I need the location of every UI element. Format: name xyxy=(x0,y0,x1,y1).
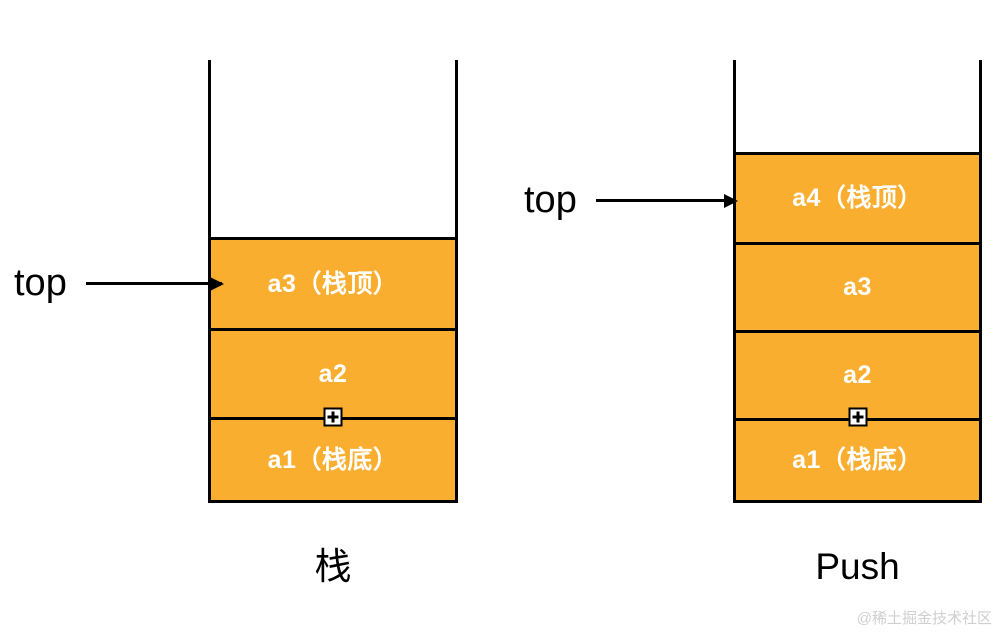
left-stack-cell-a3[interactable]: a3（栈顶） xyxy=(208,237,458,328)
left-stack-caption: 栈 xyxy=(314,546,352,587)
cell-label: a2 xyxy=(318,359,348,388)
cell-label: a1（栈底） xyxy=(792,446,923,474)
cell-label: a3（栈顶） xyxy=(267,269,399,298)
right-top-pointer-arrow xyxy=(596,199,736,202)
cell-label: a2 xyxy=(843,361,872,389)
cell-label: a4（栈顶） xyxy=(792,184,923,212)
plus-square-handle-icon[interactable] xyxy=(848,407,868,427)
watermark: @稀土掘金技术社区 xyxy=(856,610,992,627)
left-stack-cell-a2[interactable]: a2 xyxy=(208,328,458,417)
left-stack-container: a3（栈顶） a2 a1（栈底） xyxy=(208,60,458,503)
left-top-pointer-arrow xyxy=(86,282,222,285)
right-stack-caption: Push xyxy=(815,546,900,587)
right-stack-cell-a4[interactable]: a4（栈顶） xyxy=(733,152,982,242)
right-top-pointer-label: top xyxy=(524,179,577,221)
left-stack-cell-a1[interactable]: a1（栈底） xyxy=(208,417,458,503)
right-stack-container: a4（栈顶） a3 a2 a1（栈底） xyxy=(733,60,982,503)
left-top-pointer-label: top xyxy=(14,262,67,304)
left-stack-cells: a3（栈顶） a2 a1（栈底） xyxy=(208,237,458,503)
right-stack-cells: a4（栈顶） a3 a2 a1（栈底） xyxy=(733,152,982,503)
cell-label: a3 xyxy=(843,273,872,301)
cell-label: a1（栈底） xyxy=(267,445,399,474)
right-stack-cell-a2[interactable]: a2 xyxy=(733,330,982,418)
right-stack-cell-a3[interactable]: a3 xyxy=(733,242,982,330)
plus-square-handle-icon[interactable] xyxy=(323,407,343,427)
right-stack-cell-a1[interactable]: a1（栈底） xyxy=(733,418,982,503)
